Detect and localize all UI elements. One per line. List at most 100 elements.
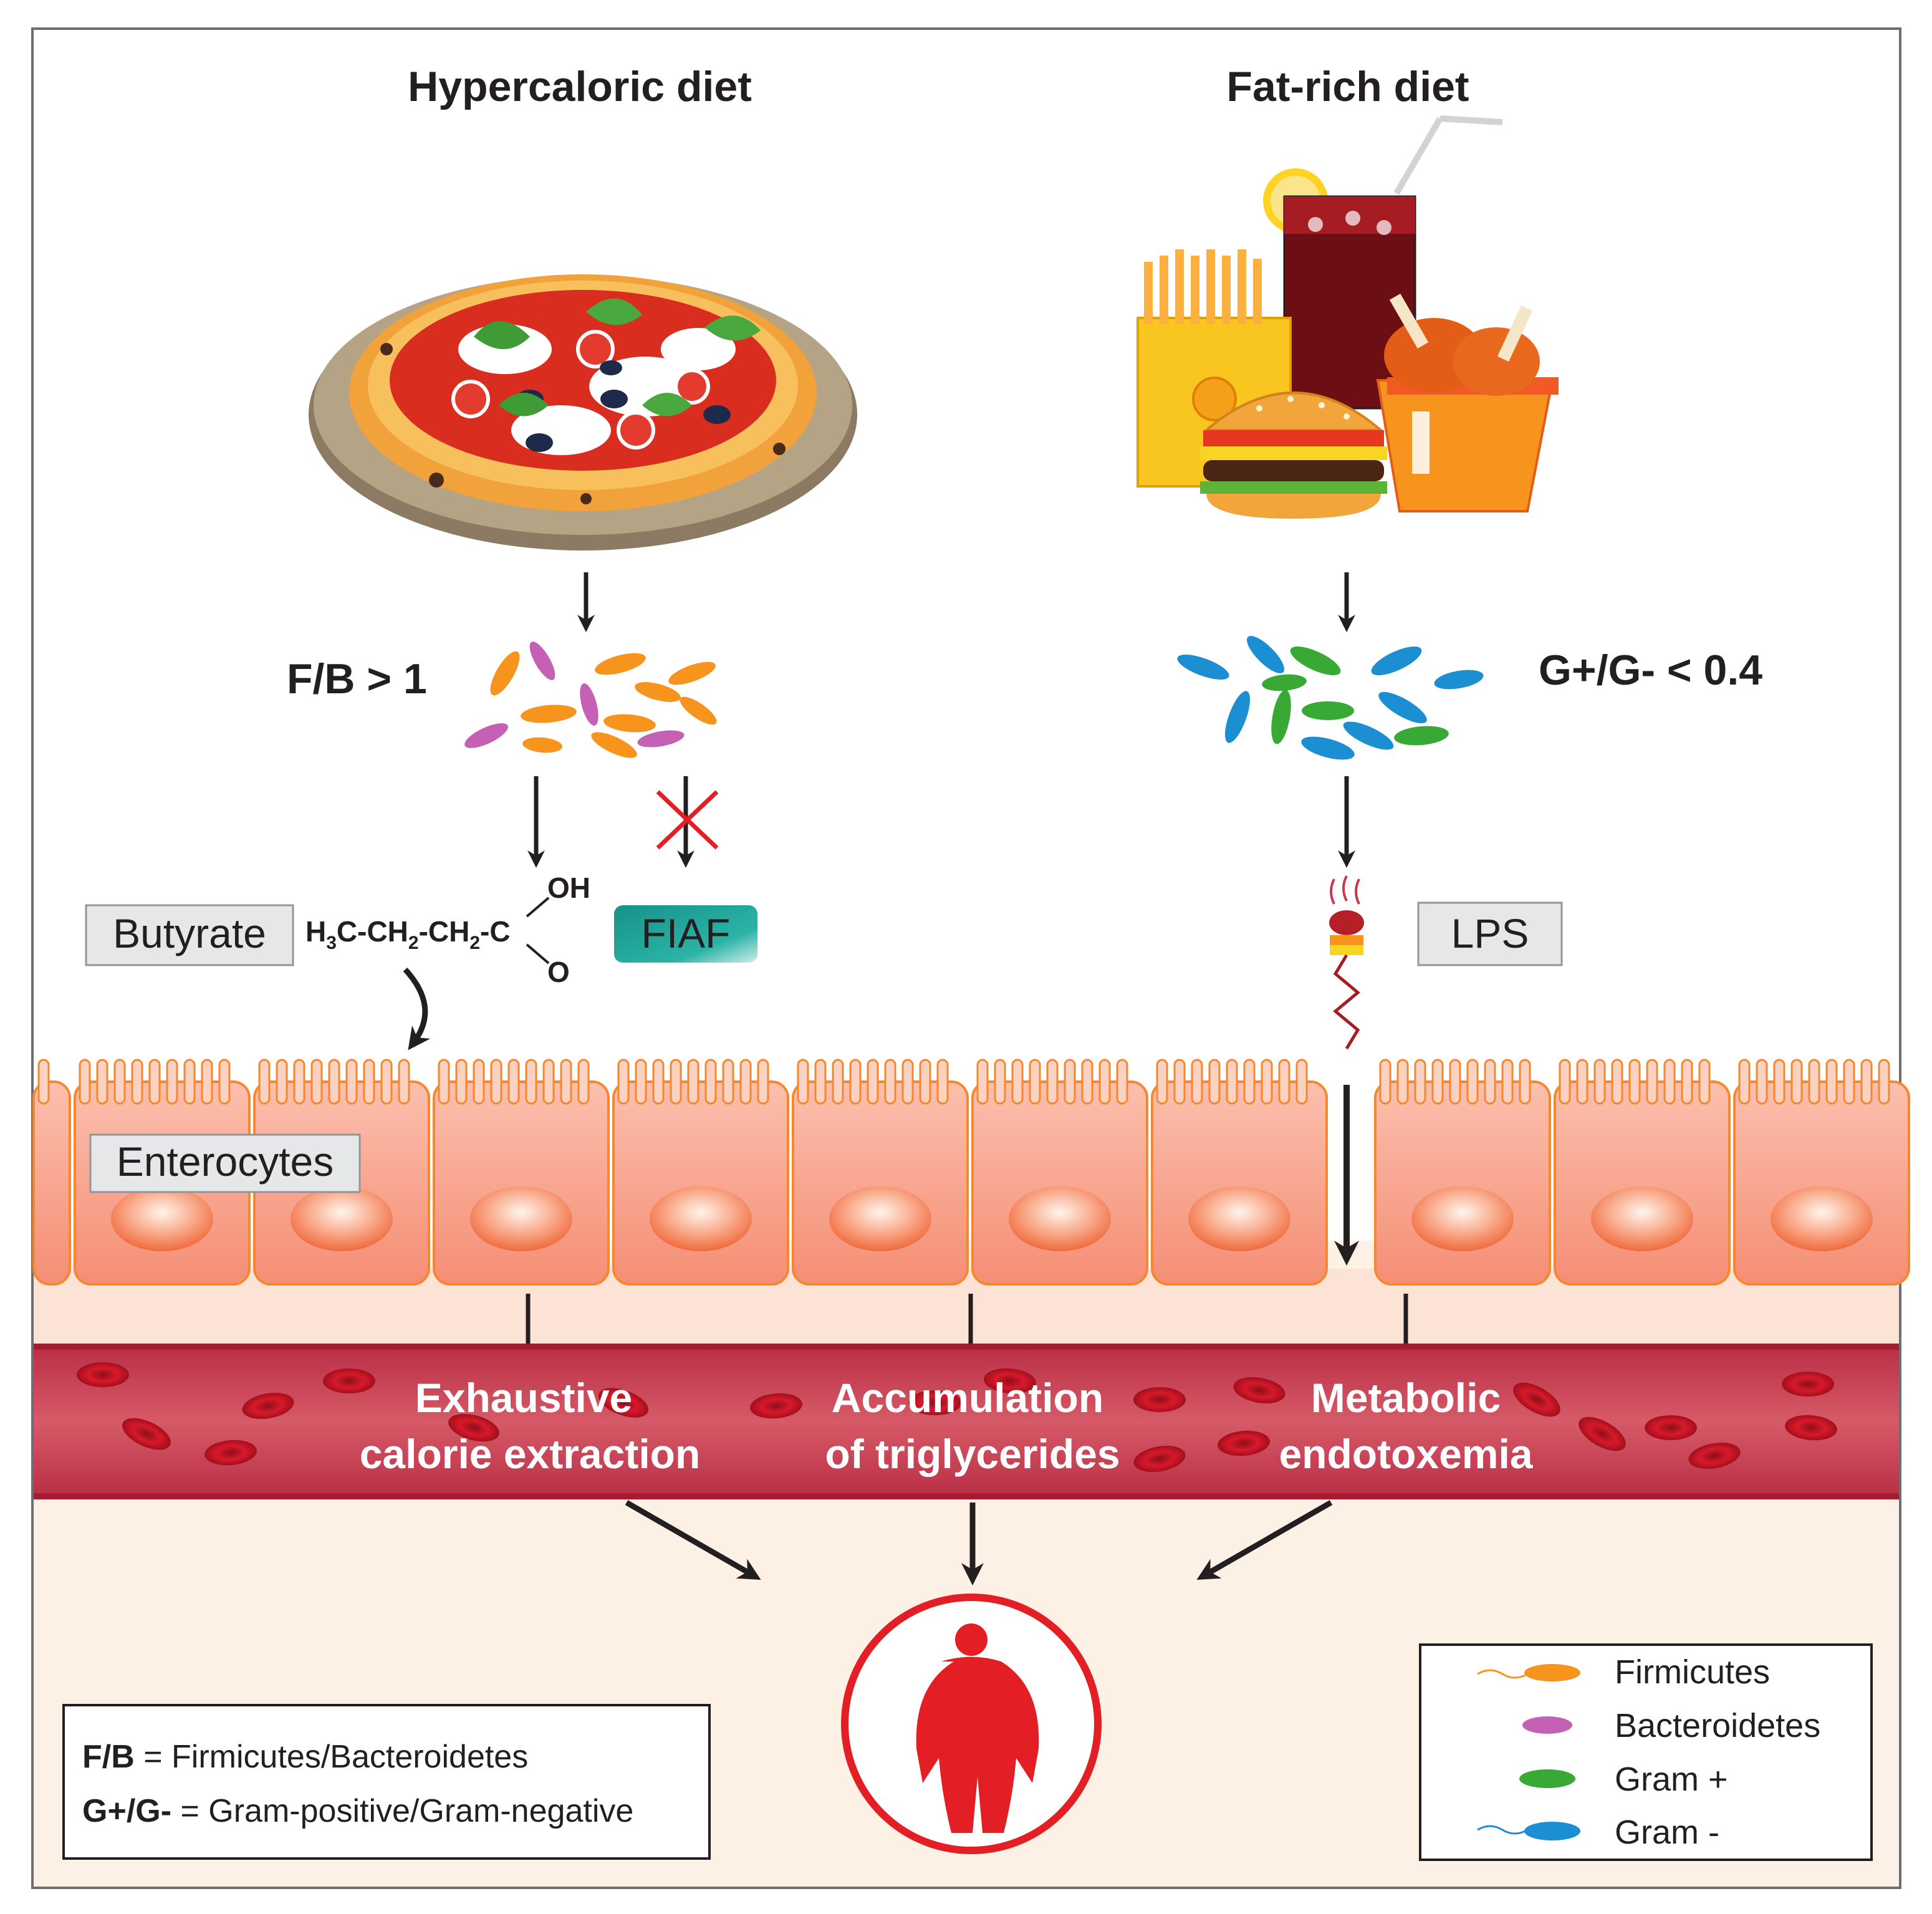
microvillus [739, 1059, 752, 1105]
microvillus [1878, 1059, 1890, 1105]
gram-bacteria-cluster [1177, 636, 1484, 760]
microvillus [328, 1059, 340, 1105]
microvillus [1519, 1059, 1531, 1105]
red-blood-cell [1785, 1415, 1837, 1441]
firmicutes-bacteroidetes-cluster [464, 642, 717, 758]
effect-metabolic-line1: Metabolic [1311, 1375, 1501, 1421]
gram-positive-swatch [1519, 1769, 1575, 1788]
microvillus [1593, 1059, 1606, 1105]
microvillus [1808, 1059, 1820, 1105]
microvillus [1681, 1059, 1693, 1105]
microvillus [577, 1059, 590, 1105]
microvillus [1663, 1059, 1676, 1105]
enterocyte-cell [32, 1080, 71, 1286]
lps-molecule-icon [1329, 875, 1364, 1050]
red-blood-cell [242, 1392, 294, 1420]
microvillus [1431, 1059, 1444, 1105]
microvillus [635, 1059, 647, 1105]
fb-ratio-label: F/B > 1 [287, 655, 427, 703]
microvillus [1646, 1059, 1658, 1105]
microvillus [1611, 1059, 1623, 1105]
red-blood-cell [1513, 1382, 1560, 1417]
enterocyte-cell [1374, 1080, 1551, 1286]
microvillus [1860, 1059, 1873, 1105]
red-blood-cell [984, 1368, 1036, 1394]
effect-accumulation-line2: of triglycerides [825, 1431, 1120, 1477]
microvillus [1843, 1059, 1855, 1105]
microvillus [1243, 1059, 1256, 1105]
red-blood-cell [1688, 1442, 1741, 1469]
arrow-to-obesity-right [1196, 1500, 1333, 1580]
microvillus [258, 1059, 271, 1105]
fast-food-icon [1137, 115, 1559, 519]
microvillus [849, 1059, 862, 1105]
microvillus [652, 1059, 665, 1105]
microvillus [131, 1059, 143, 1105]
red-blood-cell [1782, 1372, 1834, 1397]
cell-nucleus [291, 1186, 393, 1251]
microvillus [1414, 1059, 1426, 1105]
enterocyte-cell [1554, 1080, 1731, 1286]
microvillus [148, 1059, 161, 1105]
microvillus [96, 1059, 108, 1105]
microvillus [398, 1059, 410, 1105]
effect-accumulation-line1: Accumulation [832, 1375, 1103, 1421]
pizza-icon [309, 274, 857, 551]
microvillus [1191, 1059, 1203, 1105]
microvillus [380, 1059, 393, 1105]
legend-item-gram-negative: Gram - [1477, 1814, 1719, 1851]
microvillus [183, 1059, 196, 1105]
enterocyte-cell [433, 1080, 610, 1286]
microvillus [1628, 1059, 1641, 1105]
microvillus [797, 1059, 809, 1105]
blocked-cross-icon [656, 790, 719, 850]
cell-nucleus [829, 1186, 931, 1251]
microvillus [310, 1059, 323, 1105]
microvillus [166, 1059, 178, 1105]
cell-nucleus [650, 1186, 752, 1251]
microvillus [884, 1059, 896, 1105]
red-blood-cell [323, 1368, 375, 1393]
microvillus [507, 1059, 520, 1105]
microvillus [1576, 1059, 1588, 1105]
microvillus [687, 1059, 699, 1105]
microvillus [542, 1059, 555, 1105]
microvillus [1466, 1059, 1479, 1105]
butyrate-label: Butyrate [113, 910, 266, 956]
microvillus [345, 1059, 358, 1105]
microvillus [722, 1059, 734, 1105]
gram-negative-swatch [1524, 1822, 1580, 1840]
microvillus [1116, 1059, 1128, 1105]
cell-nucleus [1188, 1186, 1290, 1251]
microvillus [1208, 1059, 1221, 1105]
enterocyte-cell [1151, 1080, 1328, 1286]
enterocyte-cell [971, 1080, 1148, 1286]
legend-label-bacteroidetes: Bacteroidetes [1615, 1707, 1820, 1744]
cell-nucleus [470, 1186, 572, 1251]
microvillus [867, 1059, 879, 1105]
obese-person-icon [841, 1594, 1102, 1854]
red-blood-cell [1133, 1445, 1186, 1473]
red-blood-cell [1233, 1377, 1286, 1404]
microvillus [363, 1059, 375, 1105]
legend-label-gram-negative: Gram - [1615, 1814, 1719, 1851]
lps-box [1417, 902, 1563, 966]
microvillus [218, 1059, 231, 1105]
microvillus [1559, 1059, 1571, 1105]
microvillus [1226, 1059, 1238, 1105]
microvillus [1046, 1059, 1059, 1105]
effect-exhaustive-line1: Exhaustive [415, 1375, 633, 1421]
blood-vessel [34, 1344, 1899, 1499]
microvillus [901, 1059, 914, 1105]
red-blood-cell [122, 1418, 171, 1450]
butyrate-formula: H3C-CH2-CH2-C OH O [305, 872, 590, 988]
microvillus [1278, 1059, 1290, 1105]
abbrev-fb: F/B = Firmicutes/Bacteroidetes [82, 1739, 528, 1775]
enterocyte-layer [32, 1059, 1910, 1344]
effect-metabolic-line2: endotoxemia [1279, 1431, 1533, 1477]
red-blood-cell [1579, 1416, 1626, 1451]
microvillus [814, 1059, 827, 1105]
fiaf-box [614, 905, 757, 963]
cell-nucleus [1411, 1186, 1514, 1251]
